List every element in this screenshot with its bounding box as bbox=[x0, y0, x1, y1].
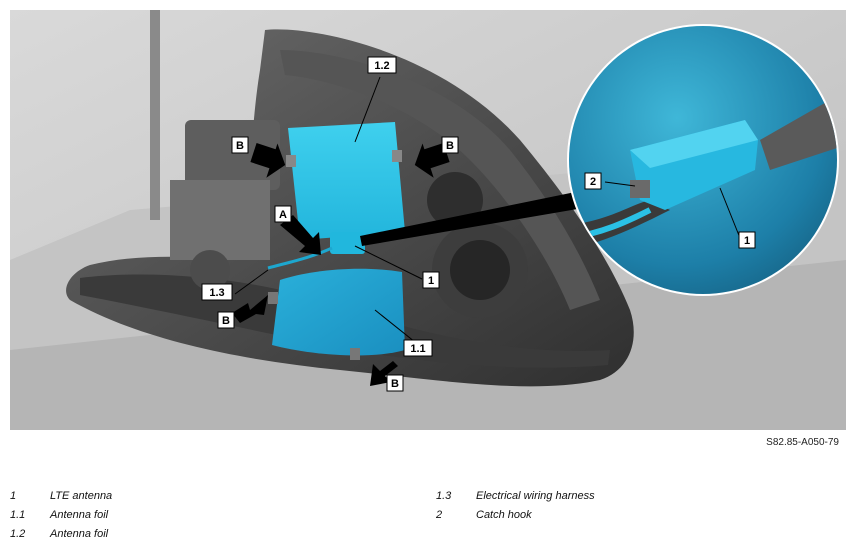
mirror-illustration: 1.2 1 1.3 1.1 A B B B bbox=[10, 10, 846, 430]
callout-b-bottom-left: B bbox=[217, 311, 235, 329]
callout-detail-2: 2 bbox=[584, 172, 602, 190]
callout-1-3: 1.3 bbox=[201, 283, 233, 301]
legend-number: 1.2 bbox=[10, 528, 26, 540]
housing-rim bbox=[280, 50, 600, 310]
figure-code: S82.85-A050-79 bbox=[766, 437, 839, 448]
detail-connector bbox=[360, 188, 595, 246]
legend-text: Antenna foil bbox=[50, 509, 109, 521]
legend-number: 2 bbox=[436, 509, 443, 521]
mirror-pivot-inner bbox=[450, 240, 510, 300]
legend-text: LTE antenna bbox=[50, 490, 113, 502]
arrow-b-top-left bbox=[250, 143, 286, 178]
detail-view bbox=[569, 26, 837, 294]
svg-text:1: 1 bbox=[428, 275, 434, 287]
legend: 1 LTE antenna 1.1 Antenna foil 1.2 Anten… bbox=[0, 487, 857, 543]
callout-1-1: 1.1 bbox=[403, 339, 433, 357]
clip-top-left bbox=[286, 155, 296, 167]
arrow-b-bottom-right bbox=[370, 361, 398, 386]
callout-b-top-right: B bbox=[441, 136, 459, 154]
legend-number: 1 bbox=[10, 490, 17, 502]
wiring-harness bbox=[267, 246, 333, 270]
legend-number: 1.3 bbox=[436, 490, 452, 502]
mirror-bracket bbox=[170, 180, 270, 260]
svg-text:B: B bbox=[236, 140, 244, 152]
legend-text: Antenna foil bbox=[50, 528, 109, 540]
illustration-svg: 1.2 1 1.3 1.1 A B B B bbox=[10, 10, 846, 430]
callout-detail-1: 1 bbox=[738, 231, 756, 249]
callout-1-2: 1.2 bbox=[367, 56, 397, 74]
callout-b-bottom-right: B bbox=[386, 374, 404, 392]
mount-ring bbox=[190, 250, 230, 290]
svg-text:B: B bbox=[391, 378, 399, 390]
antenna-mast bbox=[150, 10, 160, 220]
clip-top-right bbox=[392, 150, 402, 162]
svg-text:2: 2 bbox=[590, 176, 596, 188]
arrows bbox=[232, 143, 450, 386]
svg-text:1.1: 1.1 bbox=[410, 343, 425, 355]
callout-1: 1 bbox=[422, 271, 440, 289]
mirror-motor-box bbox=[185, 120, 280, 190]
svg-text:B: B bbox=[446, 140, 454, 152]
lte-antenna bbox=[330, 232, 365, 254]
arrow-b-top-right bbox=[414, 143, 450, 178]
clip-bottom-left bbox=[268, 292, 278, 304]
detail-antenna-top bbox=[630, 120, 758, 168]
legend-text: Catch hook bbox=[476, 509, 532, 521]
svg-text:1.2: 1.2 bbox=[374, 60, 389, 72]
arrow-b-bottom-left bbox=[232, 295, 268, 323]
clip-bottom-right bbox=[350, 348, 360, 360]
callout-a: A bbox=[274, 205, 292, 223]
svg-text:A: A bbox=[279, 209, 287, 221]
svg-text:1: 1 bbox=[744, 235, 750, 247]
legend-text: Electrical wiring harness bbox=[476, 490, 595, 502]
antenna-foil-top bbox=[288, 122, 405, 240]
svg-text:1.3: 1.3 bbox=[209, 287, 224, 299]
legend-number: 1.1 bbox=[10, 509, 26, 521]
arrow-a bbox=[280, 215, 321, 255]
leader-lines bbox=[234, 76, 741, 347]
callout-b-top-left: B bbox=[231, 136, 249, 154]
antenna-foil-bottom bbox=[272, 268, 405, 356]
detail-catch-hook bbox=[630, 180, 650, 198]
svg-text:B: B bbox=[222, 315, 230, 327]
detail-catch-hook-tool bbox=[760, 100, 837, 170]
